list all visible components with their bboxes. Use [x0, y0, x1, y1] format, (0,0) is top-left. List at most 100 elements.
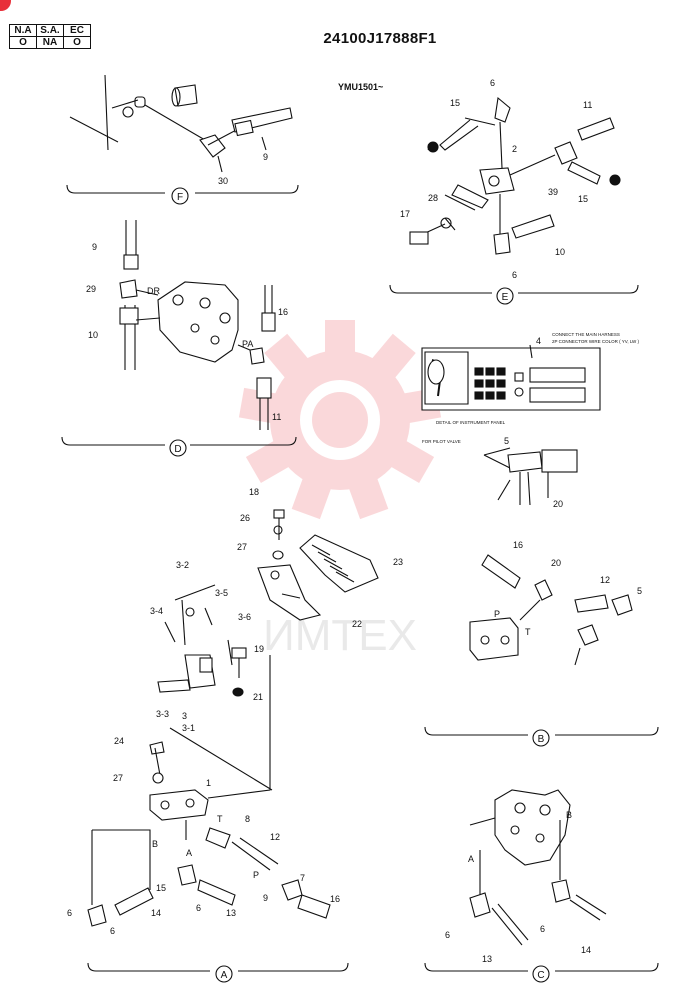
port-d-dr: DR	[147, 286, 160, 296]
port-a-a: A	[186, 848, 192, 858]
port-b-p: P	[494, 609, 500, 619]
callout-a-27: 27	[113, 773, 123, 783]
callout-e-28: 28	[428, 193, 438, 203]
section-f-marker	[171, 187, 189, 205]
port-a-b: B	[152, 839, 158, 849]
callout-e-11: 11	[583, 100, 592, 110]
callout-a-16: 16	[330, 894, 340, 904]
callout-c-6b: 6	[540, 924, 545, 934]
callout-a-1: 1	[206, 778, 211, 788]
callout-a-6c: 6	[110, 926, 115, 936]
corner-badge	[0, 0, 11, 11]
callout-b-12: 12	[600, 575, 610, 585]
panel-note-line2: 2P CONNECTOR WIRE COLOR ( YV, LW )	[552, 339, 640, 344]
market-value-sa: NA	[36, 36, 64, 49]
section-c	[424, 789, 659, 983]
callout-f-30: 30	[218, 176, 228, 186]
section-a-marker	[215, 965, 233, 983]
section-a-letter: A	[221, 970, 228, 981]
watermark-logo: ИМТЕХ	[238, 320, 442, 660]
callout-c-13: 13	[482, 954, 492, 964]
callout-b-16: 16	[513, 540, 523, 550]
port-c-a: A	[468, 854, 474, 864]
market-value-na: O	[9, 36, 37, 49]
section-d-letter: D	[174, 444, 181, 455]
section-c-marker	[532, 965, 550, 983]
callout-link-3-1: 3-1	[182, 723, 195, 733]
callout-link-21: 21	[253, 692, 263, 702]
callout-link-3-5: 3-5	[215, 588, 228, 598]
callout-b-20: 20	[551, 558, 561, 568]
callout-e-17: 17	[400, 209, 410, 219]
callout-e-6b: 6	[512, 270, 517, 280]
callout-a-6a: 6	[196, 903, 201, 913]
callout-f-9: 9	[263, 152, 268, 162]
section-b-letter: B	[538, 734, 545, 745]
callout-a-7: 7	[300, 873, 305, 883]
panel-note-line1: CONNECT THE MAIN HARNESS	[552, 332, 620, 337]
callout-d-11: 11	[272, 412, 281, 422]
callout-link-3: 3	[182, 711, 187, 721]
callout-e-2: 2	[512, 144, 517, 154]
callout-link-3-3: 3-3	[156, 709, 169, 719]
linkage-assembly	[157, 584, 247, 697]
callout-e-15a: 15	[450, 98, 460, 108]
callout-panel-4: 4	[536, 336, 541, 346]
callout-link-19: 19	[254, 644, 264, 654]
callout-d-16: 16	[278, 307, 288, 317]
section-d-marker	[169, 439, 187, 457]
panel-caption: DETAIL OF INSTRUMENT PANEL	[436, 420, 506, 425]
port-a-p: P	[253, 870, 259, 880]
instrument-panel	[421, 344, 601, 506]
callout-a-6b: 6	[67, 908, 72, 918]
pedal-assembly	[257, 509, 379, 621]
callout-a-15: 15	[156, 883, 166, 893]
watermark-text: ИМТЕХ	[263, 611, 417, 660]
section-a	[87, 655, 349, 983]
callout-a-12: 12	[270, 832, 280, 842]
callout-panel-20: 20	[553, 499, 563, 509]
callout-pedal-23: 23	[393, 557, 403, 567]
market-value-row: O NA O	[9, 36, 91, 49]
callout-pedal-26: 26	[240, 513, 250, 523]
callout-link-3-6: 3-6	[238, 612, 251, 622]
callout-e-12: 12	[427, 142, 437, 152]
serial-range: YMU1501~	[338, 82, 384, 92]
callout-b-5: 5	[637, 586, 642, 596]
section-f	[66, 74, 299, 205]
market-value-ec: O	[63, 36, 91, 49]
market-table: N.A S.A. EC O NA O	[9, 24, 91, 49]
callout-a-13: 13	[226, 908, 236, 918]
callout-e-6a: 6	[490, 78, 495, 88]
callout-link-3-2: 3-2	[176, 560, 189, 570]
part-number: 24100J17888F1	[323, 30, 437, 47]
callout-d-29: 29	[86, 284, 96, 294]
section-d	[61, 220, 297, 457]
callout-e-9: 9	[612, 175, 617, 185]
port-b-t: T	[525, 627, 531, 637]
callout-pedal-27: 27	[237, 542, 247, 552]
callout-d-9: 9	[92, 242, 97, 252]
section-f-letter: F	[177, 192, 183, 203]
section-e-marker	[496, 287, 514, 305]
callout-pedal-22: 22	[352, 619, 362, 629]
callout-e-15b: 15	[578, 194, 588, 204]
section-b-marker	[532, 729, 550, 747]
callout-pedal-18: 18	[249, 487, 259, 497]
callout-c-6a: 6	[445, 930, 450, 940]
callout-c-14: 14	[581, 945, 591, 955]
callout-a-14: 14	[151, 908, 161, 918]
callout-link-3-4: 3-4	[150, 606, 163, 616]
section-e	[389, 96, 639, 305]
section-b	[424, 554, 659, 747]
section-e-letter: E	[502, 292, 509, 303]
callout-a-24: 24	[114, 736, 124, 746]
port-d-pa: PA	[242, 339, 253, 349]
section-c-letter: C	[537, 970, 544, 981]
port-a-t: T	[217, 814, 223, 824]
callout-e-39: 39	[548, 187, 558, 197]
callout-panel-5: 5	[504, 436, 509, 446]
callout-e-10: 10	[555, 247, 565, 257]
callout-a-9: 9	[263, 893, 268, 903]
